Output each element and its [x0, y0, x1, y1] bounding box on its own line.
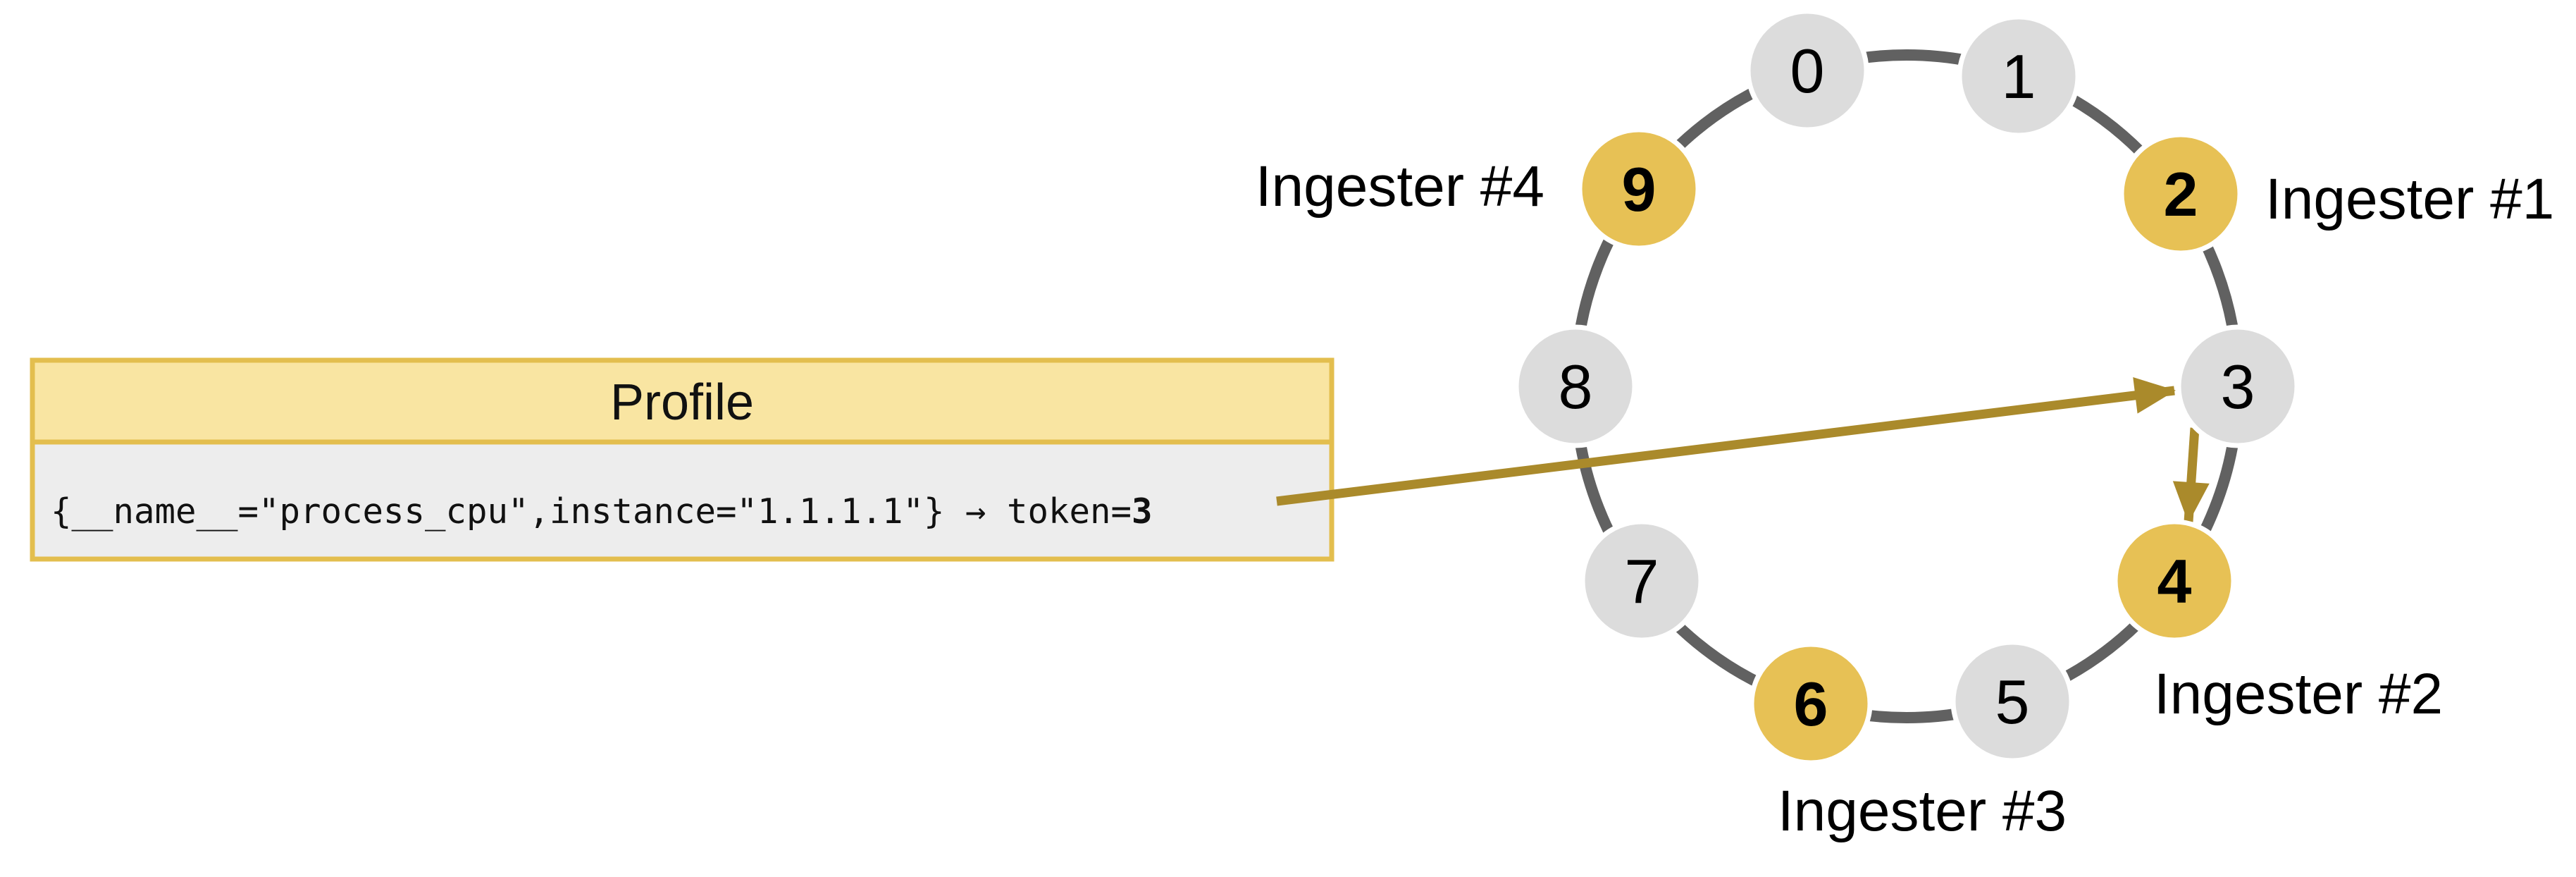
node-5-circle	[1950, 639, 2074, 763]
node-7-label: 7	[1625, 546, 1659, 616]
node-9-label: 9	[1622, 154, 1657, 224]
node-6-circle	[1749, 642, 1873, 766]
ring-node-5: 5	[1950, 639, 2074, 763]
series-selector-text: {__name__="process_cpu",instance="1.1.1.…	[51, 491, 1132, 532]
ring-node-1: 1	[1957, 14, 2081, 138]
node-0-circle	[1745, 8, 1869, 133]
ring-node-9: 9	[1577, 127, 1701, 251]
node-8-label: 8	[1559, 352, 1593, 422]
node-9-circle	[1577, 127, 1701, 251]
ring-node-3: 3	[2176, 324, 2300, 448]
node-1-label: 1	[2002, 42, 2036, 111]
ring-node-8: 8	[1513, 324, 1637, 448]
ring-nodes: 0 1 2 3 4 5 6	[1513, 8, 2300, 766]
ingester-4-label: Ingester #4	[1256, 154, 1544, 219]
ring-node-6: 6	[1749, 642, 1873, 766]
profile-to-token3-arrow	[1276, 377, 2176, 506]
node-4-label: 4	[2157, 546, 2192, 616]
arrows	[1276, 377, 2210, 523]
profile-card-header	[30, 357, 1335, 445]
ingester-1-label: Ingester #1	[2265, 167, 2554, 231]
token3-to-token4-arrow	[2172, 427, 2210, 523]
node-3-label: 3	[2221, 352, 2255, 422]
node-3-circle	[2176, 324, 2300, 448]
ring-node-0: 0	[1745, 8, 1869, 133]
node-5-label: 5	[1995, 667, 2030, 737]
profile-series-text: {__name__="process_cpu",instance="1.1.1.…	[51, 491, 1153, 532]
ingester-2-label: Ingester #2	[2154, 662, 2443, 726]
ring-node-4: 4	[2112, 519, 2236, 643]
profile-card: Profile {__name__="process_cpu",instance…	[30, 357, 1335, 562]
ingester-3-label: Ingester #3	[1778, 779, 2067, 843]
ring-node-7: 7	[1580, 519, 1704, 643]
node-2-label: 2	[2164, 159, 2198, 229]
node-0-label: 0	[1790, 36, 1825, 106]
node-7-circle	[1580, 519, 1704, 643]
token-value-text: 3	[1132, 491, 1153, 532]
ingester-labels: Ingester #1 Ingester #2 Ingester #3 Inge…	[1256, 154, 2555, 843]
node-6-label: 6	[1794, 669, 1828, 739]
node-1-circle	[1957, 14, 2081, 138]
node-4-circle	[2112, 519, 2236, 643]
node-8-circle	[1513, 324, 1637, 448]
ring-node-2: 2	[2119, 132, 2243, 256]
profile-card-title: Profile	[610, 374, 754, 431]
node-2-circle	[2119, 132, 2243, 256]
